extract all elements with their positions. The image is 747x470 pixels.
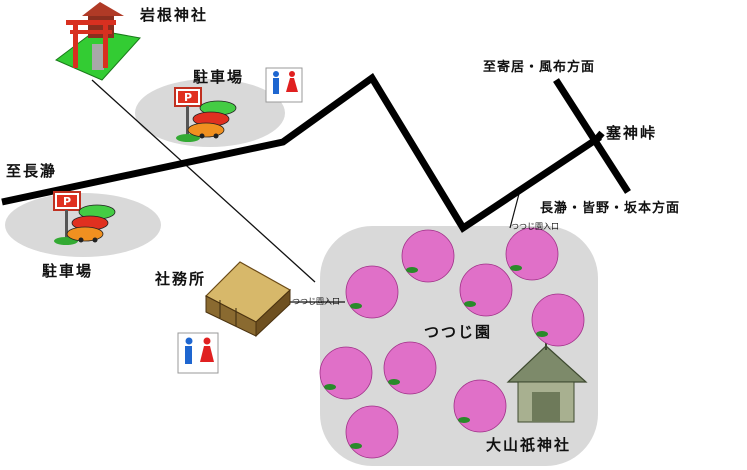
label-garden: つつじ園 bbox=[424, 323, 493, 341]
restroom-icon-office bbox=[177, 332, 219, 374]
road-to-pass bbox=[593, 130, 605, 143]
parking-sign-top: P bbox=[174, 87, 202, 142]
parking-sign-left-letter: P bbox=[63, 195, 71, 208]
label-garden-entrance-east: つつじ園入口 bbox=[511, 222, 559, 231]
label-oyamazumi-shrine: 大山祇神社 bbox=[486, 436, 572, 454]
label-to-nagatoro: 至長瀞 bbox=[6, 162, 58, 180]
main-road bbox=[1, 72, 602, 233]
label-iwane-shrine: 岩根神社 bbox=[140, 6, 209, 24]
parking-sign-top-letter: P bbox=[184, 91, 192, 104]
road-north bbox=[553, 78, 631, 194]
azalea-leaves bbox=[324, 265, 548, 449]
label-pass: 塞神峠 bbox=[606, 124, 658, 142]
parking-sign-left: P bbox=[53, 191, 81, 245]
label-shrine-office: 社務所 bbox=[155, 270, 207, 288]
label-parking-top: 駐車場 bbox=[193, 68, 245, 86]
oyamazumi-shrine-icon bbox=[506, 340, 588, 423]
label-to-nagatoro-mino: 長瀞・皆野・坂本方面 bbox=[540, 201, 681, 216]
label-to-yoriishi: 至寄居・風布方面 bbox=[483, 60, 596, 75]
restroom-icon-top bbox=[265, 67, 303, 103]
iwane-shrine-icon bbox=[55, 2, 141, 81]
label-garden-entrance-west: つつじ園入口 bbox=[292, 297, 340, 306]
path-entrance-garden bbox=[509, 189, 521, 229]
cars-left bbox=[66, 204, 116, 243]
label-parking-left: 駐車場 bbox=[42, 262, 94, 280]
shrine-office-icon bbox=[204, 261, 292, 338]
path-shrine-to-garden bbox=[91, 79, 316, 283]
cars-top bbox=[187, 100, 237, 139]
